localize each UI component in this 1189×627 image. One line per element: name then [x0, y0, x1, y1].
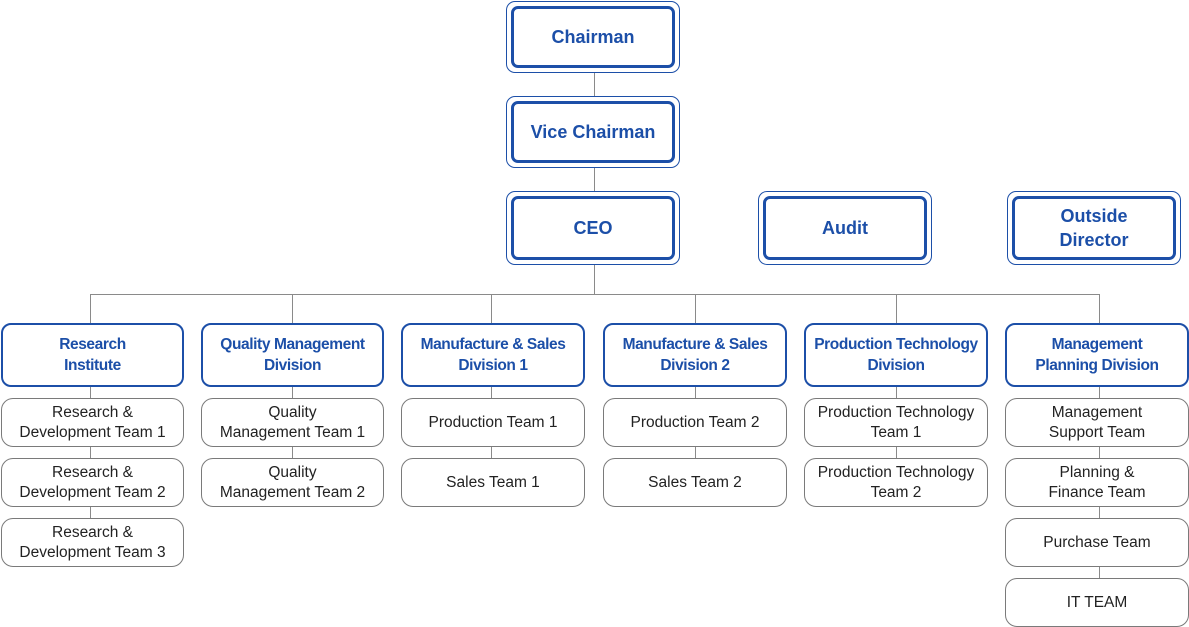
connector-bus-division — [90, 294, 91, 324]
connector-bus-division — [292, 294, 293, 324]
team-box: Production Team 2 — [603, 398, 787, 447]
team-box: Research & Development Team 3 — [1, 518, 184, 567]
team-box: Sales Team 1 — [401, 458, 585, 507]
chairman-box: Chairman — [506, 1, 680, 73]
team-box: Production Team 1 — [401, 398, 585, 447]
team-box: Quality Management Team 2 — [201, 458, 384, 507]
team-box: Research & Development Team 1 — [1, 398, 184, 447]
team-box: IT TEAM — [1005, 578, 1189, 627]
connector-division-bus — [90, 294, 1100, 295]
connector-bus-division — [491, 294, 492, 324]
connector-bus-division — [695, 294, 696, 324]
connector-ceo-bus — [594, 264, 595, 294]
team-box: Research & Development Team 2 — [1, 458, 184, 507]
ceo-label: CEO — [511, 196, 675, 260]
connector-bus-division — [896, 294, 897, 324]
team-box: Production Technology Team 2 — [804, 458, 988, 507]
team-box: Management Support Team — [1005, 398, 1189, 447]
chairman-label: Chairman — [511, 6, 675, 68]
division-box-production-technology: Production Technology Division — [804, 323, 988, 387]
vice-chairman-box: Vice Chairman — [506, 96, 680, 168]
division-box-research-institute: Research Institute — [1, 323, 184, 387]
connector-vice-ceo — [594, 167, 595, 191]
team-box: Sales Team 2 — [603, 458, 787, 507]
ceo-box: CEO — [506, 191, 680, 265]
vice-chairman-label: Vice Chairman — [511, 101, 675, 163]
division-box-quality-management: Quality Management Division — [201, 323, 384, 387]
team-box: Quality Management Team 1 — [201, 398, 384, 447]
connector-bus-division — [1099, 294, 1100, 324]
team-box: Planning & Finance Team — [1005, 458, 1189, 507]
division-box-manufacture-sales-1: Manufacture & Sales Division 1 — [401, 323, 585, 387]
division-box-manufacture-sales-2: Manufacture & Sales Division 2 — [603, 323, 787, 387]
division-box-management-planning: Management Planning Division — [1005, 323, 1189, 387]
team-box: Purchase Team — [1005, 518, 1189, 567]
audit-label: Audit — [763, 196, 927, 260]
outside-director-box: Outside Director — [1007, 191, 1181, 265]
connector-chairman-vice — [594, 72, 595, 96]
audit-box: Audit — [758, 191, 932, 265]
team-box: Production Technology Team 1 — [804, 398, 988, 447]
outside-director-label: Outside Director — [1012, 196, 1176, 260]
